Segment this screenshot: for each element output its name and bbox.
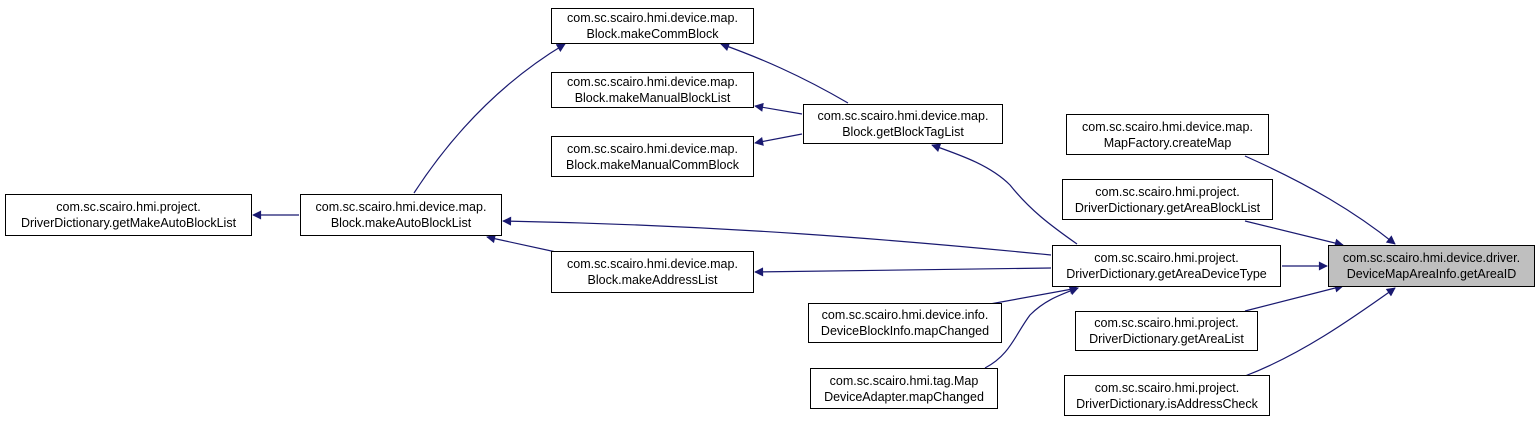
node-make-address-list-package: com.sc.scairo.hmi.device.map. [567,257,738,271]
node-get-block-tag-list-method: Block.getBlockTagList [842,125,964,139]
node-make-manual-block-list-method: Block.makeManualBlockList [574,91,731,105]
node-get-area-id-method: DeviceMapAreaInfo.getAreaID [1346,267,1517,281]
node-get-area-block-list-method: DriverDictionary.getAreaBlockList [1074,200,1261,215]
node-map-device-adapter-map-changed-package: com.sc.scairo.hmi.tag.Map [829,373,979,388]
node-make-address-list[interactable]: com.sc.scairo.hmi.device.map. Block.make… [551,251,754,293]
node-get-block-tag-list-package: com.sc.scairo.hmi.device.map. [817,109,989,123]
node-device-block-info-map-changed-method: DeviceBlockInfo.mapChanged [820,324,990,338]
node-is-address-check[interactable]: com.sc.scairo.hmi.project. DriverDiction… [1064,375,1270,416]
node-make-auto-block-list[interactable]: com.sc.scairo.hmi.device.map. Block.make… [300,194,502,236]
node-map-factory-create-map-package: com.sc.scairo.hmi.device.map. [1082,119,1253,134]
node-get-area-device-type-package: com.sc.scairo.hmi.project. [1094,251,1239,265]
node-get-area-id: com.sc.scairo.hmi.device.driver. DeviceM… [1328,245,1535,287]
edge-device-block-info-map-changed-to-get-area-device-type [989,285,1079,305]
edge-get-block-tag-list-to-make-comm-block [720,42,849,104]
edge-map-device-adapter-map-changed-to-get-area-device-type [984,286,1079,369]
node-get-area-block-list[interactable]: com.sc.scairo.hmi.project. DriverDiction… [1062,179,1273,220]
node-device-block-info-map-changed-package: com.sc.scairo.hmi.device.info. [821,308,989,322]
node-get-make-auto-block-list[interactable]: com.sc.scairo.hmi.project. DriverDiction… [5,194,252,236]
node-get-area-device-type-method: DriverDictionary.getAreaDeviceType [1066,267,1267,281]
edge-get-area-device-type-to-make-address-list [754,267,1052,277]
edge-get-area-block-list-to-get-area-id [1244,220,1344,248]
node-map-factory-create-map-method: MapFactory.createMap [1103,135,1232,150]
node-map-device-adapter-map-changed[interactable]: com.sc.scairo.hmi.tag.Map DeviceAdapter.… [810,368,998,409]
node-make-auto-block-list-method: Block.makeAutoBlockList [330,216,472,230]
edge-get-block-tag-list-to-make-manual-block-list [754,102,803,115]
node-make-comm-block-package: com.sc.scairo.hmi.device.map. [567,11,738,25]
edge-get-block-tag-list-to-make-manual-comm-block [754,133,803,146]
edge-get-area-device-type-to-get-block-tag-list [931,143,1078,245]
node-map-factory-create-map[interactable]: com.sc.scairo.hmi.device.map. MapFactory… [1066,114,1269,155]
node-make-manual-block-list[interactable]: com.sc.scairo.hmi.device.map. Block.make… [551,72,754,108]
node-make-manual-comm-block-method: Block.makeManualCommBlock [566,157,739,172]
node-make-manual-block-list-package: com.sc.scairo.hmi.device.map. [567,75,738,89]
node-get-make-auto-block-list-package: com.sc.scairo.hmi.project. [56,200,201,214]
node-get-area-list[interactable]: com.sc.scairo.hmi.project. DriverDiction… [1075,311,1258,351]
node-get-area-id-package: com.sc.scairo.hmi.device.driver. [1342,251,1521,265]
edge-is-address-check-to-get-area-id [1244,287,1396,377]
edge-map-factory-create-map-to-get-area-id [1244,155,1396,245]
node-get-area-list-package: com.sc.scairo.hmi.project. [1094,316,1239,330]
node-get-area-device-type[interactable]: com.sc.scairo.hmi.project. DriverDiction… [1052,245,1281,287]
node-make-manual-comm-block-package: com.sc.scairo.hmi.device.map. [567,141,738,156]
edge-get-area-list-to-get-area-id [1244,283,1344,312]
node-get-area-block-list-package: com.sc.scairo.hmi.project. [1095,184,1240,199]
node-make-comm-block-method: Block.makeCommBlock [586,27,719,41]
node-make-comm-block[interactable]: com.sc.scairo.hmi.device.map. Block.make… [551,8,754,44]
node-get-block-tag-list[interactable]: com.sc.scairo.hmi.device.map. Block.getB… [803,104,1003,144]
node-map-device-adapter-map-changed-method: DeviceAdapter.mapChanged [824,389,984,404]
node-device-block-info-map-changed[interactable]: com.sc.scairo.hmi.device.info. DeviceBlo… [808,303,1002,343]
node-make-address-list-method: Block.makeAddressList [587,273,718,287]
edge-make-auto-block-list-to-make-comm-block [413,43,566,194]
node-make-manual-comm-block[interactable]: com.sc.scairo.hmi.device.map. Block.make… [551,136,754,177]
edge-get-area-device-type-to-make-auto-block-list [502,216,1052,256]
node-get-make-auto-block-list-method: DriverDictionary.getMakeAutoBlockList [20,216,237,230]
node-is-address-check-method: DriverDictionary.isAddressCheck [1076,396,1258,411]
edge-make-address-list-to-make-auto-block-list [486,234,557,253]
node-make-auto-block-list-package: com.sc.scairo.hmi.device.map. [315,200,487,214]
node-is-address-check-package: com.sc.scairo.hmi.project. [1094,380,1240,395]
node-get-area-list-method: DriverDictionary.getAreaList [1089,332,1244,346]
